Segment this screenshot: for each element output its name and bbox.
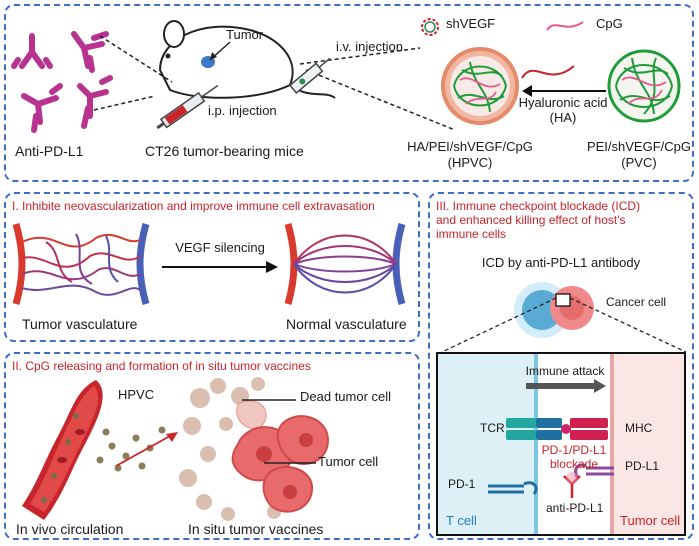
syringe-icon: [156, 84, 219, 130]
pvc-label-2: (PVC): [621, 155, 657, 170]
panel1-title: I. Inhibite neovascularization and impro…: [12, 199, 375, 213]
top-panel: [4, 4, 694, 182]
panel-vasculature: [4, 192, 420, 342]
tumorcell-label: Tumor cell: [620, 513, 681, 528]
ha-arrow: [522, 85, 606, 97]
ha-label-1: Hyaluronic acid: [518, 95, 608, 110]
cpg-icon: [546, 21, 584, 31]
attack-label: Immune attack: [525, 364, 605, 378]
blockade-label-1: PD-1/PD-L1: [541, 443, 607, 457]
blood-vessel-icon: [22, 380, 103, 520]
pvc-nanoparticle-icon: [607, 49, 681, 123]
circulation-label: In vivo circulation: [16, 521, 124, 537]
hpvc-label-1: HA/PEI/shVEGF/CpG: [407, 139, 533, 154]
hpvc-label: HPVC: [118, 387, 155, 402]
tumor-cell-icon: [179, 377, 330, 521]
mhc-label: MHC: [625, 421, 653, 435]
ip-label: i.p. injection: [208, 103, 277, 118]
normal-vasculature-label: Normal vasculature: [286, 316, 407, 332]
nanoparticle-icon: [441, 47, 519, 125]
panel3-title-1: III. Immune checkpoint blockade (ICD): [436, 199, 641, 213]
cpg-label: CpG: [596, 16, 623, 31]
particle-release-icon: [96, 426, 178, 472]
tumor-region: [610, 354, 684, 534]
hpvc-label-2: (HPVC): [447, 155, 493, 170]
tumor-pointer-arrow: [209, 41, 231, 61]
panel2-title: II. CpG releasing and formation of in si…: [12, 359, 311, 373]
tcr-label: TCR: [480, 421, 505, 435]
tumor-cell-pointer: [264, 462, 316, 464]
pvc-label-1: PEI/shVEGF/CpG: [586, 139, 692, 154]
tcell-region: [438, 354, 538, 534]
tumor-vasculature-label: Tumor vasculature: [22, 316, 138, 332]
vegf-label: VEGF silencing: [175, 240, 265, 255]
antibody-label: Anti-PD-L1: [15, 143, 84, 159]
pdl1-label: PD-L1: [625, 459, 660, 473]
connector-lines: [93, 35, 456, 131]
shvegf-label: shVEGF: [446, 16, 496, 31]
tcell-label: T cell: [446, 513, 477, 528]
antipdl1-label: anti-PD-L1: [546, 501, 604, 515]
vaccine-label: In situ tumor vaccines: [188, 521, 324, 537]
panel3-title-3: immune cells: [436, 227, 507, 241]
panel-vaccines: [4, 352, 420, 540]
tumor-label: Tumor: [226, 27, 264, 42]
blockade-label-2: blockade: [549, 457, 599, 471]
iv-syringe-icon: [288, 57, 331, 95]
cancer-cell-label: Cancer cell: [606, 295, 667, 309]
synapse-box: [436, 352, 686, 536]
antibody-icon: [11, 31, 113, 133]
ha-label-2: (HA): [549, 110, 577, 125]
vegf-arrow: [162, 261, 278, 273]
shvegf-icon: [421, 18, 439, 36]
synapse-molecules: [488, 379, 614, 498]
normal-vasculature-icon: [284, 223, 406, 305]
dead-cell-pointer: [242, 399, 296, 401]
icd-label: ICD by anti-PD-L1 antibody: [481, 255, 641, 270]
panel-checkpoint: [428, 192, 694, 540]
pd1-label: PD-1: [448, 477, 476, 491]
ha-wave-icon: [521, 65, 575, 79]
tumor-cell-label: Tumor cell: [318, 454, 379, 469]
iv-label: i.v. injection: [336, 39, 403, 54]
mice-label: CT26 tumor-bearing mice: [145, 143, 304, 159]
dead-cell-label: Dead tumor cell: [300, 389, 392, 404]
cell-contact-icon: [514, 282, 594, 338]
mouse-icon: [158, 20, 336, 99]
panel3-title-2: and enhanced killing effect of host's: [436, 213, 626, 227]
tumor-vasculature-icon: [12, 223, 150, 305]
zoom-lines: [441, 297, 687, 353]
